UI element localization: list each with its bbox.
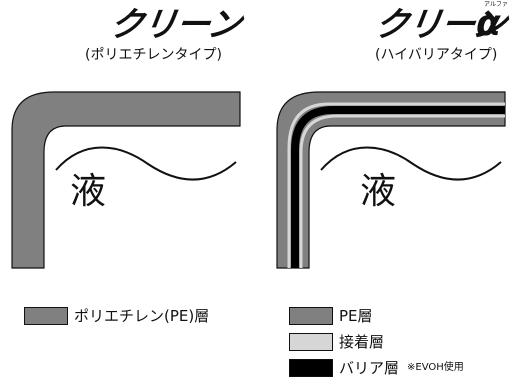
left-panel: クリーン (ポリエチレンタイプ) 液 ポリエチレン(PE)層 xyxy=(0,0,265,381)
pe-label: ポリエチレン(PE)層 xyxy=(74,306,210,325)
adhesive-layer-label: 接着層 xyxy=(339,332,385,351)
alpha-symbol: α xyxy=(476,3,501,44)
left-subtitle: (ポリエチレンタイプ) xyxy=(85,47,222,63)
left-legend: ポリエチレン(PE)層 xyxy=(24,305,209,331)
right-adhesive-inner xyxy=(299,114,505,268)
left-brand: クリーン xyxy=(107,5,244,45)
left-pe-wall xyxy=(11,91,241,269)
evoh-note: ※EVOH使用 xyxy=(407,362,464,373)
adhesive-swatch xyxy=(289,333,333,351)
right-container-diagram xyxy=(276,91,506,269)
left-liquid-label: 液 xyxy=(70,171,107,212)
right-liquid-label: 液 xyxy=(360,171,397,212)
alpha-ruby: アルファ xyxy=(484,1,508,8)
right-legend-item-pe: PE層 xyxy=(289,305,464,327)
left-legend-item-pe: ポリエチレン(PE)層 xyxy=(24,305,209,327)
alpha-mark: アルファ α xyxy=(476,2,526,44)
right-adhesive-outer xyxy=(287,102,505,268)
pe-layer-label: PE層 xyxy=(339,306,373,325)
pe-swatch xyxy=(24,307,68,325)
right-panel: クリーン アルファ α (ハイバリアタイプ) 液 PE層 接着層 バリア層 ※E… xyxy=(265,0,531,381)
left-container-diagram xyxy=(11,91,241,269)
right-barrier-layer xyxy=(291,106,505,268)
right-liquid-surface xyxy=(320,146,502,181)
right-subtitle: (ハイバリアタイプ) xyxy=(375,47,498,63)
barrier-layer-label: バリア層 xyxy=(339,358,400,377)
right-legend-item-barrier: バリア層 ※EVOH使用 xyxy=(289,357,464,379)
pe-swatch xyxy=(289,307,333,325)
right-legend: PE層 接着層 バリア層 ※EVOH使用 xyxy=(289,305,464,383)
right-legend-item-adhesive: 接着層 xyxy=(289,331,464,353)
left-liquid-surface xyxy=(55,146,237,181)
barrier-swatch xyxy=(289,359,333,377)
